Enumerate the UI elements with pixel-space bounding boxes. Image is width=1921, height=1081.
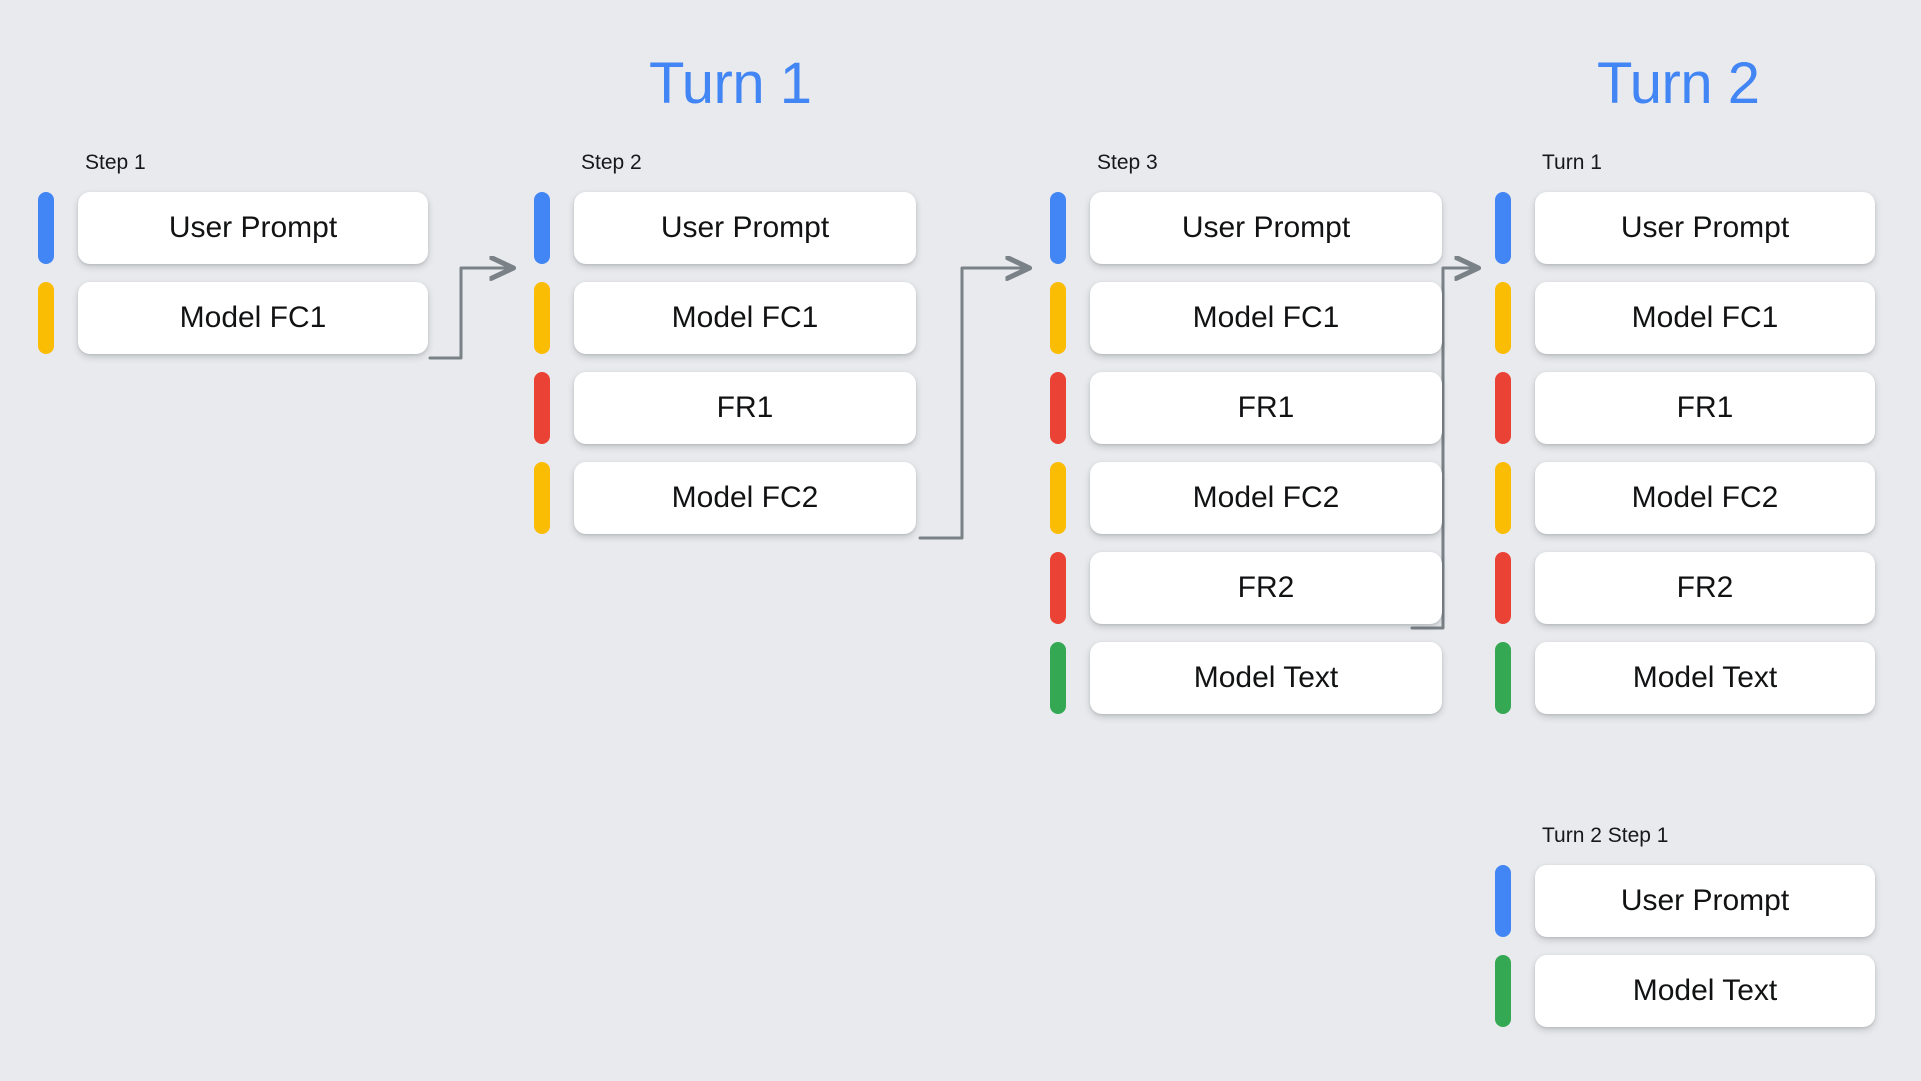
list-item[interactable]: User Prompt <box>38 192 428 264</box>
column-turn-1: Turn 1 User Prompt Model FC1 FR1 <box>1495 152 1875 732</box>
message-card[interactable]: User Prompt <box>1090 192 1442 264</box>
message-card-label: Model FC2 <box>1192 481 1340 514</box>
message-card-label: User Prompt <box>168 211 338 244</box>
status-bar-red <box>534 372 550 444</box>
message-card[interactable]: FR2 <box>1090 552 1442 624</box>
message-card-label: FR2 <box>1676 571 1734 604</box>
list-item[interactable]: User Prompt <box>1495 865 1875 937</box>
status-bar-yellow <box>1495 462 1511 534</box>
message-card[interactable]: Model FC1 <box>574 282 916 354</box>
list-item[interactable]: FR1 <box>1050 372 1442 444</box>
message-card[interactable]: User Prompt <box>1535 865 1875 937</box>
message-card[interactable]: Model FC2 <box>1090 462 1442 534</box>
list-item[interactable]: Model FC2 <box>1050 462 1442 534</box>
row-list-turn-2-step-1: User Prompt Model Text <box>1495 865 1875 1027</box>
status-bar-red <box>1050 552 1066 624</box>
status-bar-yellow <box>534 282 550 354</box>
status-bar-yellow <box>1050 462 1066 534</box>
message-card-label: Model FC1 <box>179 301 327 334</box>
list-item[interactable]: Model FC1 <box>1495 282 1875 354</box>
status-bar-yellow <box>1495 282 1511 354</box>
message-card-label: User Prompt <box>1181 211 1351 244</box>
message-card[interactable]: Model Text <box>1090 642 1442 714</box>
list-item[interactable]: FR1 <box>534 372 916 444</box>
message-card-label: FR1 <box>1676 391 1734 424</box>
message-card-label: Model Text <box>1632 974 1778 1007</box>
connector-step1-to-step2 <box>428 268 512 360</box>
message-card[interactable]: Model FC1 <box>1535 282 1875 354</box>
row-list-turn-1: User Prompt Model FC1 FR1 Model FC2 <box>1495 192 1875 714</box>
status-bar-green <box>1495 642 1511 714</box>
status-bar-red <box>1495 552 1511 624</box>
list-item[interactable]: Model Text <box>1050 642 1442 714</box>
message-card-label: FR1 <box>1237 391 1295 424</box>
turn-2-title: Turn 2 <box>1597 51 1760 116</box>
turn-1-title: Turn 1 <box>649 51 812 116</box>
status-bar-blue <box>1495 192 1511 264</box>
message-card-label: Model FC2 <box>671 481 819 514</box>
message-card[interactable]: FR1 <box>1090 372 1442 444</box>
message-card-label: Model FC1 <box>1192 301 1340 334</box>
column-label-step-3: Step 3 <box>1097 151 1158 174</box>
message-card-label: Model FC1 <box>1631 301 1779 334</box>
message-card[interactable]: User Prompt <box>574 192 916 264</box>
list-item[interactable]: Model FC1 <box>38 282 428 354</box>
column-label-step-1: Step 1 <box>85 151 146 174</box>
list-item[interactable]: Model FC1 <box>534 282 916 354</box>
message-card[interactable]: Model Text <box>1535 955 1875 1027</box>
column-step-1: Step 1 User Prompt Model FC1 <box>38 152 428 372</box>
message-card[interactable]: User Prompt <box>78 192 428 264</box>
message-card-label: Model FC1 <box>671 301 819 334</box>
message-card[interactable]: Model FC2 <box>1535 462 1875 534</box>
message-card-label: User Prompt <box>1620 884 1790 917</box>
message-card[interactable]: FR2 <box>1535 552 1875 624</box>
status-bar-yellow <box>38 282 54 354</box>
column-label-turn-2-step-1: Turn 2 Step 1 <box>1542 824 1669 847</box>
column-label-step-2: Step 2 <box>581 151 642 174</box>
message-card[interactable]: FR1 <box>1535 372 1875 444</box>
status-bar-blue <box>1050 192 1066 264</box>
list-item[interactable]: User Prompt <box>1495 192 1875 264</box>
list-item[interactable]: FR2 <box>1050 552 1442 624</box>
column-turn-2-step-1: Turn 2 Step 1 User Prompt Model Text <box>1495 825 1875 1045</box>
message-card-label: Model Text <box>1632 661 1778 694</box>
list-item[interactable]: Model FC2 <box>534 462 916 534</box>
message-card[interactable]: FR1 <box>574 372 916 444</box>
status-bar-red <box>1495 372 1511 444</box>
column-step-2: Step 2 User Prompt Model FC1 FR1 <box>534 152 916 552</box>
message-card[interactable]: Model FC1 <box>78 282 428 354</box>
message-card-label: Model Text <box>1193 661 1339 694</box>
message-card[interactable]: Model Text <box>1535 642 1875 714</box>
status-bar-blue <box>534 192 550 264</box>
column-label-turn-1: Turn 1 <box>1542 151 1602 174</box>
list-item[interactable]: FR2 <box>1495 552 1875 624</box>
row-list-step-1: User Prompt Model FC1 <box>38 192 428 354</box>
message-card-label: User Prompt <box>1620 211 1790 244</box>
message-card[interactable]: Model FC2 <box>574 462 916 534</box>
list-item[interactable]: Model Text <box>1495 642 1875 714</box>
status-bar-green <box>1050 642 1066 714</box>
status-bar-green <box>1495 955 1511 1027</box>
column-step-3: Step 3 User Prompt Model FC1 FR1 <box>1050 152 1442 732</box>
status-bar-yellow <box>1050 282 1066 354</box>
status-bar-red <box>1050 372 1066 444</box>
row-list-step-2: User Prompt Model FC1 FR1 Model FC2 <box>534 192 916 534</box>
list-item[interactable]: Model FC2 <box>1495 462 1875 534</box>
message-card-label: FR2 <box>1237 571 1295 604</box>
status-bar-blue <box>1495 865 1511 937</box>
status-bar-yellow <box>534 462 550 534</box>
connector-step2-to-step3 <box>918 268 1028 540</box>
list-item[interactable]: User Prompt <box>534 192 916 264</box>
message-card[interactable]: User Prompt <box>1535 192 1875 264</box>
list-item[interactable]: User Prompt <box>1050 192 1442 264</box>
list-item[interactable]: Model FC1 <box>1050 282 1442 354</box>
list-item[interactable]: FR1 <box>1495 372 1875 444</box>
message-card-label: User Prompt <box>660 211 830 244</box>
message-card-label: Model FC2 <box>1631 481 1779 514</box>
message-card-label: FR1 <box>716 391 774 424</box>
status-bar-blue <box>38 192 54 264</box>
message-card[interactable]: Model FC1 <box>1090 282 1442 354</box>
list-item[interactable]: Model Text <box>1495 955 1875 1027</box>
row-list-step-3: User Prompt Model FC1 FR1 Model FC2 <box>1050 192 1442 714</box>
